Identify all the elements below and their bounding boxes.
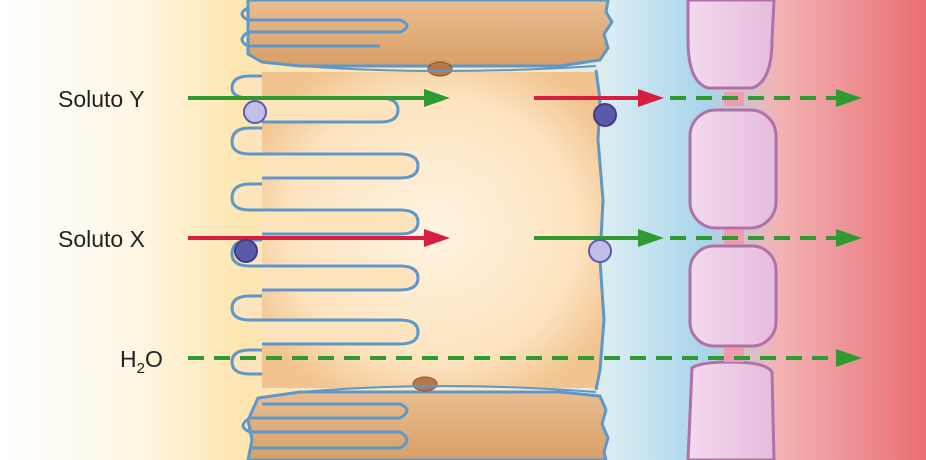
endothelial-cell [688, 362, 774, 460]
carrier-protein-icon [235, 240, 257, 262]
tight-junction-icon [413, 377, 437, 391]
label-soluto-x: Soluto X [58, 226, 145, 252]
label-h2o-subscript: 2 [137, 360, 145, 377]
label-h2o-o: O [145, 346, 163, 372]
endothelial-cell [690, 246, 776, 346]
tight-junction-icon [428, 62, 452, 76]
endothelial-cell [690, 110, 776, 228]
carrier-protein-icon [594, 104, 616, 126]
carrier-protein-icon [589, 240, 611, 262]
label-soluto-y: Soluto Y [58, 86, 145, 112]
endothelial-cell [688, 0, 774, 88]
carrier-protein-icon [244, 101, 266, 123]
label-h2o-h: H [120, 346, 137, 372]
lower-cell [248, 392, 608, 460]
